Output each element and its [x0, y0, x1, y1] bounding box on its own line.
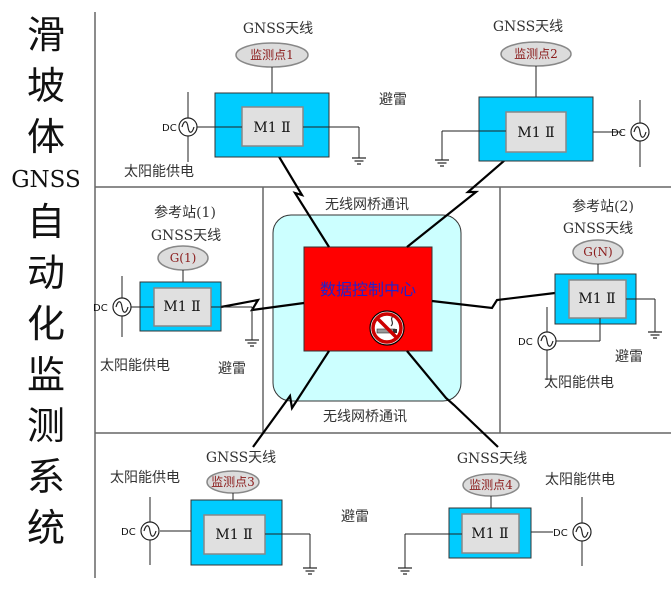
center-label: 数据控制中心 [320, 280, 416, 299]
lightning-label: 避雷 [615, 349, 643, 365]
ground-icon [302, 567, 318, 575]
wireless-links [220, 144, 556, 448]
ac-source-icon [178, 117, 198, 137]
antenna-label: GNSS天线 [206, 450, 276, 466]
ac-source-icon [537, 331, 557, 351]
title-char: 化 [26, 302, 65, 346]
frame-lines [94, 12, 671, 578]
title-char: 体 [26, 115, 65, 159]
node-label: 监测点2 [514, 47, 558, 61]
lightning-label: 避雷 [379, 92, 407, 108]
node-label: 监测点3 [211, 475, 255, 489]
data-control-center[interactable] [303, 246, 433, 352]
solar-label: 太阳能供电 [110, 470, 180, 486]
ground-icon [647, 331, 663, 339]
antenna-label: GNSS天线 [563, 221, 633, 237]
title-char: 动 [26, 251, 65, 295]
module-label: M1 Ⅱ [253, 120, 290, 136]
m1-module[interactable] [505, 111, 567, 153]
title-char: 自 [26, 200, 65, 244]
wireless-link-monitor4 [406, 350, 499, 448]
reference-station-1: 参考站(1) GNSS天线 G(1) M1 Ⅱ DC 太阳能供电 避雷 [93, 204, 260, 377]
module-label: M1 Ⅱ [578, 291, 615, 307]
title-char: 统 [26, 506, 65, 550]
module-label: M1 Ⅱ [215, 527, 252, 543]
antenna-label: GNSS天线 [243, 21, 313, 37]
wireless-link-ref1 [220, 298, 305, 312]
monitor-station-4: GNSS天线 监测点4 M1 Ⅱ DC 太阳能供电 [397, 451, 615, 575]
ground-icon [397, 567, 413, 575]
wireless-label-top: 无线网桥通讯 [325, 197, 409, 213]
ac-source-icon [112, 297, 132, 317]
module-label: M1 Ⅱ [163, 299, 200, 315]
wireless-link-ref2 [431, 291, 556, 310]
title-char: 测 [26, 404, 65, 448]
wireless-label-bottom: 无线网桥通讯 [323, 409, 407, 425]
lightning-label: 避雷 [218, 361, 246, 377]
reference-station-2: 参考站(2) GNSS天线 G(N) M1 Ⅱ DC 避雷 太阳能供电 [518, 198, 663, 391]
solar-label: 太阳能供电 [545, 472, 615, 488]
module-label: M1 Ⅱ [471, 526, 508, 542]
monitor-station-2: GNSS天线 监测点2 M1 Ⅱ DC [434, 19, 650, 167]
node-label: 监测点1 [250, 48, 294, 62]
monitor-station-1: GNSS天线 监测点1 M1 Ⅱ DC 太阳能供电 避雷 [124, 21, 407, 180]
antenna-label: GNSS天线 [457, 451, 527, 467]
lightning-label: 避雷 [341, 509, 369, 525]
title-char: 系 [26, 455, 65, 499]
solar-label: 太阳能供电 [100, 358, 170, 374]
reference-title: 参考站(2) [572, 198, 634, 215]
node-label: 监测点4 [469, 478, 513, 492]
module-label: M1 Ⅱ [517, 125, 554, 141]
antenna-label: GNSS天线 [151, 228, 221, 244]
wireless-link-monitor2 [406, 153, 513, 248]
dc-label: DC [121, 527, 136, 538]
m1-module[interactable] [241, 106, 304, 147]
ground-icon [434, 159, 450, 167]
m1-module[interactable] [153, 287, 212, 327]
solar-label: 太阳能供电 [544, 375, 614, 391]
title-char: 监 [26, 353, 65, 397]
dc-label: DC [93, 303, 108, 314]
dc-label: DC [611, 128, 626, 139]
no-smoking-icon [369, 310, 405, 346]
ac-source-icon [140, 521, 160, 541]
ac-source-icon [572, 522, 592, 542]
title-gnss: GNSS [11, 167, 81, 193]
title-char: 滑 [26, 13, 65, 57]
diagram-title: 滑 坡 体 GNSS 自 动 化 监 测 系 统 [0, 10, 92, 554]
node-label: G(N) [583, 245, 612, 259]
title-char: 坡 [26, 64, 65, 108]
ground-icon [244, 339, 260, 347]
ground-icon [351, 157, 367, 165]
m1-module[interactable] [461, 513, 520, 554]
dc-label: DC [518, 337, 533, 348]
wireless-link-monitor1 [271, 144, 330, 248]
wireless-link-monitor3 [252, 350, 330, 448]
node-label: G(1) [170, 251, 197, 265]
dc-label: DC [553, 528, 568, 539]
ac-source-icon [630, 122, 650, 142]
m1-module[interactable] [203, 514, 266, 555]
solar-label: 太阳能供电 [124, 164, 194, 180]
dc-label: DC [162, 123, 177, 134]
antenna-label: GNSS天线 [493, 19, 563, 35]
reference-title: 参考站(1) [154, 204, 216, 221]
monitor-station-3: GNSS天线 监测点3 M1 Ⅱ DC 太阳能供电 避雷 [110, 450, 369, 575]
